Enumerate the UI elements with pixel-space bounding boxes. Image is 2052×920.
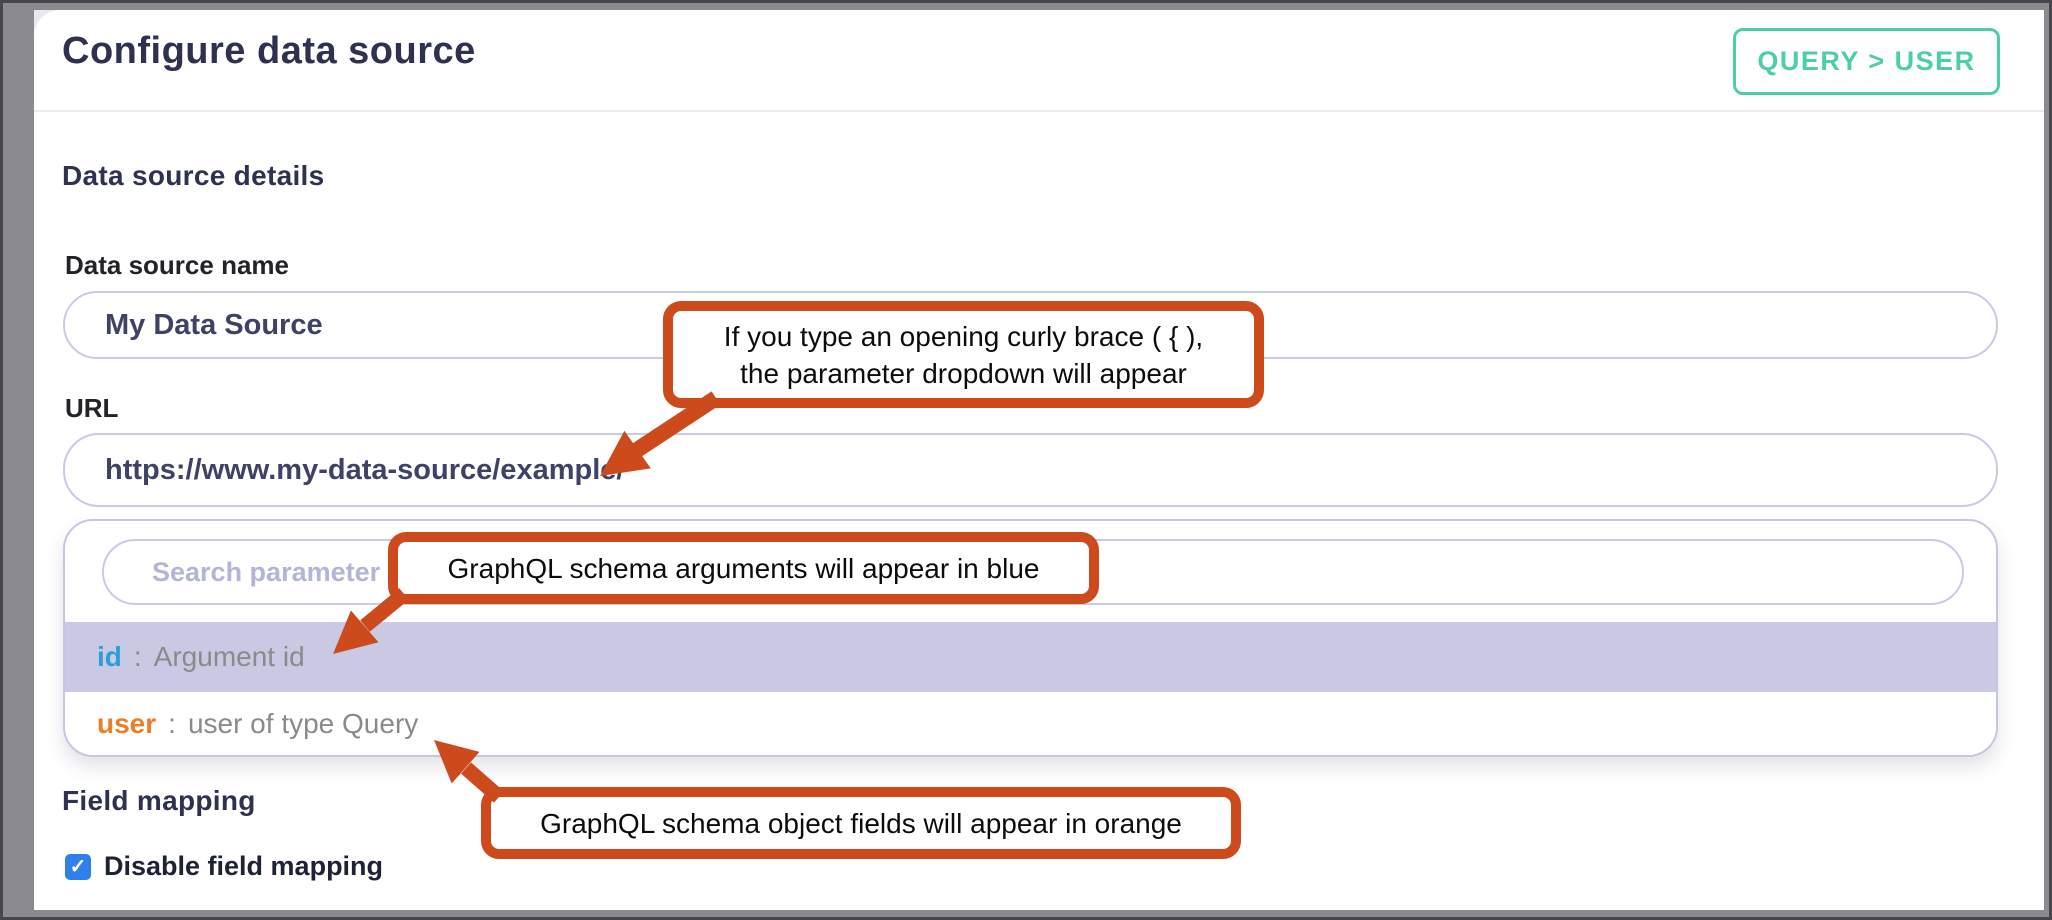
query-user-badge[interactable]: QUERY > USER (1733, 28, 2000, 95)
url-input[interactable] (63, 433, 1998, 507)
page-title: Configure data source (62, 30, 476, 72)
dropdown-item-key: id (97, 641, 122, 672)
details-section-heading: Data source details (62, 160, 325, 191)
annotation-arguments-blue: GraphQL schema arguments will appear in … (388, 532, 1099, 604)
checkmark-icon: ✓ (69, 856, 87, 878)
disable-field-mapping-label: Disable field mapping (104, 851, 384, 881)
dropdown-item-id[interactable]: id : Argument id (65, 622, 1996, 692)
annotation-curly-brace: If you type an opening curly brace ( { )… (663, 301, 1264, 408)
annotation-text: GraphQL schema object fields will appear… (540, 807, 1182, 839)
header-divider (34, 110, 2044, 112)
dropdown-item-separator: : (133, 641, 142, 672)
disable-field-mapping-row: ✓ Disable field mapping (65, 851, 383, 882)
annotation-text: If you type an opening curly brace ( { )… (723, 320, 1204, 352)
annotation-text: GraphQL schema arguments will appear in … (447, 552, 1040, 584)
dropdown-item-key: user (97, 708, 157, 739)
content-card: Configure data source QUERY > USER Data … (34, 10, 2044, 910)
annotation-text: the parameter dropdown will appear (740, 357, 1187, 389)
dropdown-item-user[interactable]: user : user of type Query (65, 692, 1996, 755)
dropdown-item-separator: : (168, 708, 176, 739)
url-field-label: URL (65, 393, 119, 423)
dropdown-item-description: Argument id (153, 641, 305, 672)
field-mapping-heading: Field mapping (62, 785, 256, 816)
annotation-fields-orange: GraphQL schema object fields will appear… (481, 787, 1241, 859)
disable-field-mapping-checkbox[interactable]: ✓ (65, 853, 91, 880)
dropdown-item-description: user of type Query (187, 708, 419, 739)
name-field-label: Data source name (65, 250, 289, 280)
